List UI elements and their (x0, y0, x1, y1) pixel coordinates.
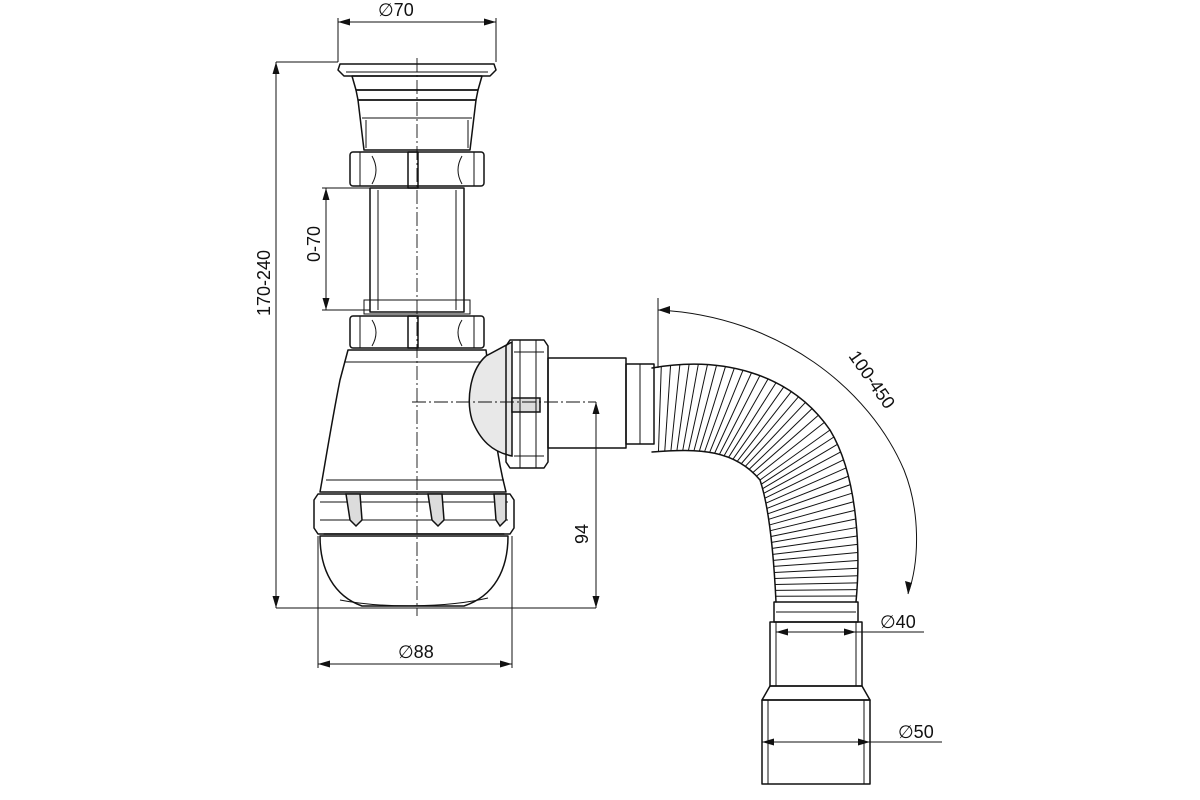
hose-ridge (728, 382, 777, 458)
hose-ridge (756, 421, 825, 477)
bottle-body (319, 340, 513, 493)
dimension-flex-hose-length: 100-450 (657, 298, 917, 595)
hose-ridge (709, 370, 744, 453)
dimension-outlet-diameter: ∅50 (762, 722, 942, 746)
extension-label: 0-70 (304, 226, 324, 262)
hose-ridge (766, 475, 849, 509)
hose-ridge (714, 372, 752, 454)
hose-ridge (771, 527, 857, 543)
hose-ridge (740, 396, 799, 464)
hose-ridge (732, 386, 785, 460)
hose-ridge (770, 518, 856, 537)
hose-ridge (775, 582, 858, 585)
dimension-hose-diameter: ∅40 (776, 612, 924, 636)
hose-ridge (670, 364, 681, 451)
side-outlet (505, 339, 655, 469)
outlet-height-label: 94 (572, 524, 592, 544)
hose-ridge (765, 467, 847, 504)
hose-ridge (775, 589, 857, 591)
bottle-bottom-nut (313, 493, 515, 535)
hose-outlet-end (761, 601, 871, 785)
hose-ridge (748, 408, 813, 470)
hose-ridge (744, 402, 806, 467)
flex-hose-length-label: 100-450 (845, 347, 899, 413)
hose-ridge (769, 501, 854, 526)
dimension-extension: 0-70 (304, 187, 370, 311)
dimension-bottle-diameter: ∅88 (317, 536, 513, 668)
hose-ridge (752, 414, 819, 473)
hose-ridge (676, 364, 690, 451)
hose-ridge (767, 484, 851, 515)
hose-ridge (693, 365, 717, 451)
hose-ridge (723, 378, 769, 456)
hose-diameter-label: ∅40 (880, 612, 916, 632)
bottle-bottom-cup (319, 535, 509, 607)
dimension-outlet-height: 94 (572, 402, 600, 608)
strainer-cap (337, 63, 497, 151)
hose-ridge (772, 543, 858, 555)
hose-ridge (770, 509, 855, 532)
hose-ridge (764, 459, 844, 499)
hose-ridge (736, 391, 792, 462)
hose-ridge (763, 451, 841, 494)
hose-ridge (773, 560, 858, 567)
hose-ridge (772, 535, 858, 549)
top-diameter-label: ∅70 (378, 0, 414, 20)
bottle-diameter-label: ∅88 (398, 642, 434, 662)
hose-ridge (768, 492, 853, 520)
hose-ridge (682, 364, 699, 451)
hose-ridge (773, 552, 858, 561)
hose-ridge (657, 366, 662, 452)
hose-ridge (704, 368, 735, 452)
outlet-diameter-label: ∅50 (898, 722, 934, 742)
hose-ridge (774, 567, 858, 573)
hose-ridge (759, 429, 831, 481)
hose-ridge (664, 365, 672, 452)
hose-ridge (774, 575, 858, 579)
hose-ridge (698, 366, 726, 452)
hose-ridge (761, 436, 835, 485)
total-height-label: 170-240 (254, 250, 274, 316)
hose-ridge (718, 375, 761, 455)
hose-ridge (762, 443, 838, 490)
hose-ridge (687, 364, 708, 451)
corrugated-flex-hose (651, 363, 859, 603)
dimension-total-height: 170-240 (254, 61, 596, 609)
dimension-top-diameter: ∅70 (337, 0, 497, 62)
center-lines (412, 58, 596, 616)
